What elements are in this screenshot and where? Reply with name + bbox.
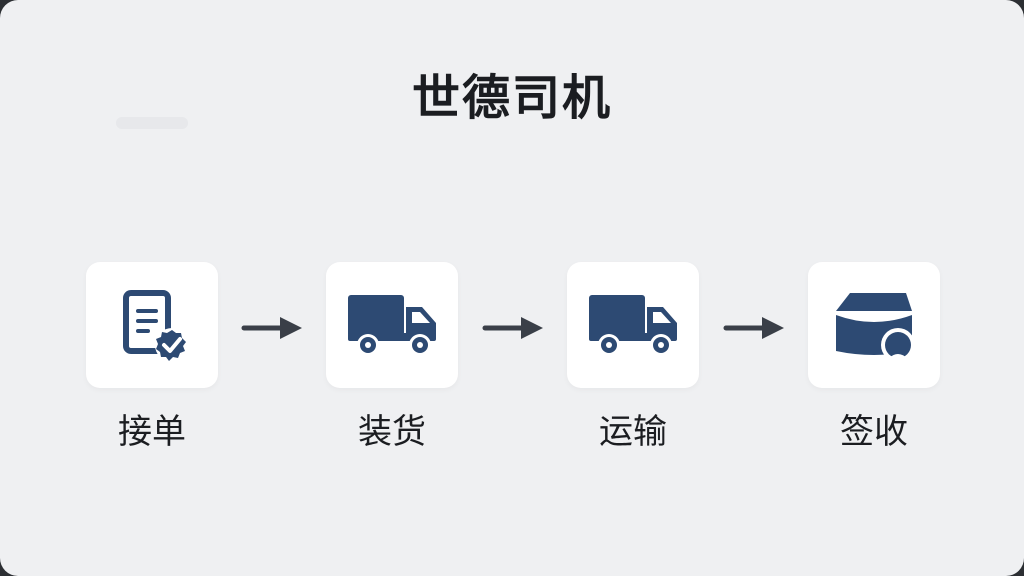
- arrow-right-icon: [241, 317, 302, 339]
- page-title: 世德司机: [411, 70, 612, 126]
- arrow-right-icon: [482, 317, 543, 339]
- step-card-signoff: [808, 262, 940, 388]
- step-label-loading: 装货: [358, 412, 426, 452]
- step-label-signoff: 签收: [840, 412, 908, 452]
- step-label-order: 接单: [118, 412, 186, 452]
- truck-icon: [589, 295, 677, 356]
- step-card-transport: [567, 262, 699, 388]
- truck-icon: [348, 295, 436, 356]
- order-document-check-icon: [123, 290, 189, 362]
- arrow-right-icon: [723, 317, 784, 339]
- step-card-order: [86, 262, 218, 388]
- faint-placeholder-bar: [116, 117, 188, 129]
- package-receipt-icon: [836, 293, 915, 362]
- step-card-loading: [326, 262, 458, 388]
- step-label-transport: 运输: [599, 412, 667, 452]
